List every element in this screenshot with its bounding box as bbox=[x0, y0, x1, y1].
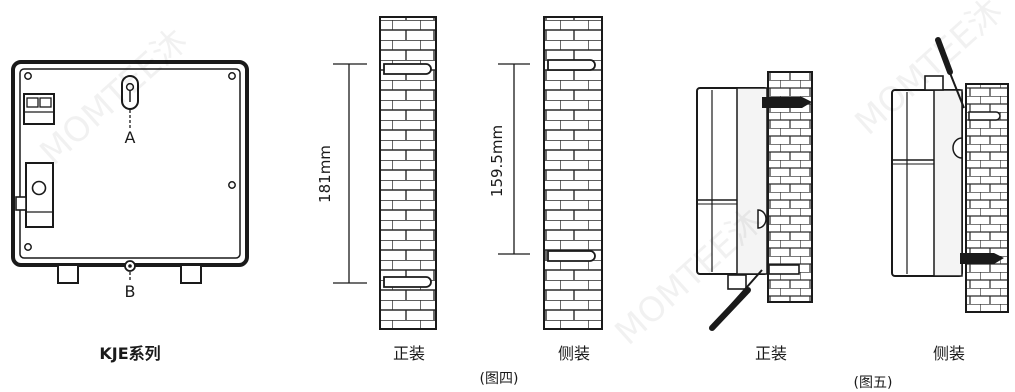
fig5-side-mount-scene bbox=[891, 37, 1009, 313]
series-title: KJE系列 bbox=[99, 344, 161, 363]
dimension-159-5mm bbox=[498, 63, 530, 255]
side-mount-label: 侧装 bbox=[557, 344, 590, 363]
fig5-front-mount-label: 正装 bbox=[754, 344, 787, 363]
wall-side-mount bbox=[543, 16, 603, 330]
point-a-label: A bbox=[124, 128, 136, 147]
dimension-label-159-5mm: 159.5mm bbox=[488, 124, 506, 198]
front-mount-label: 正装 bbox=[392, 344, 425, 363]
dimension-label-181mm: 181mm bbox=[316, 145, 334, 203]
dimension-181mm bbox=[333, 63, 367, 284]
wall-front-mount bbox=[379, 16, 437, 330]
fig5-side-mount-label: 侧装 bbox=[932, 344, 965, 363]
figure-4-caption: (图四) bbox=[479, 371, 519, 387]
figure-5-caption: (图五) bbox=[853, 375, 893, 391]
enclosure-front-view bbox=[11, 60, 249, 284]
point-b-label: B bbox=[124, 282, 136, 301]
fig5-front-mount-scene bbox=[696, 71, 813, 331]
